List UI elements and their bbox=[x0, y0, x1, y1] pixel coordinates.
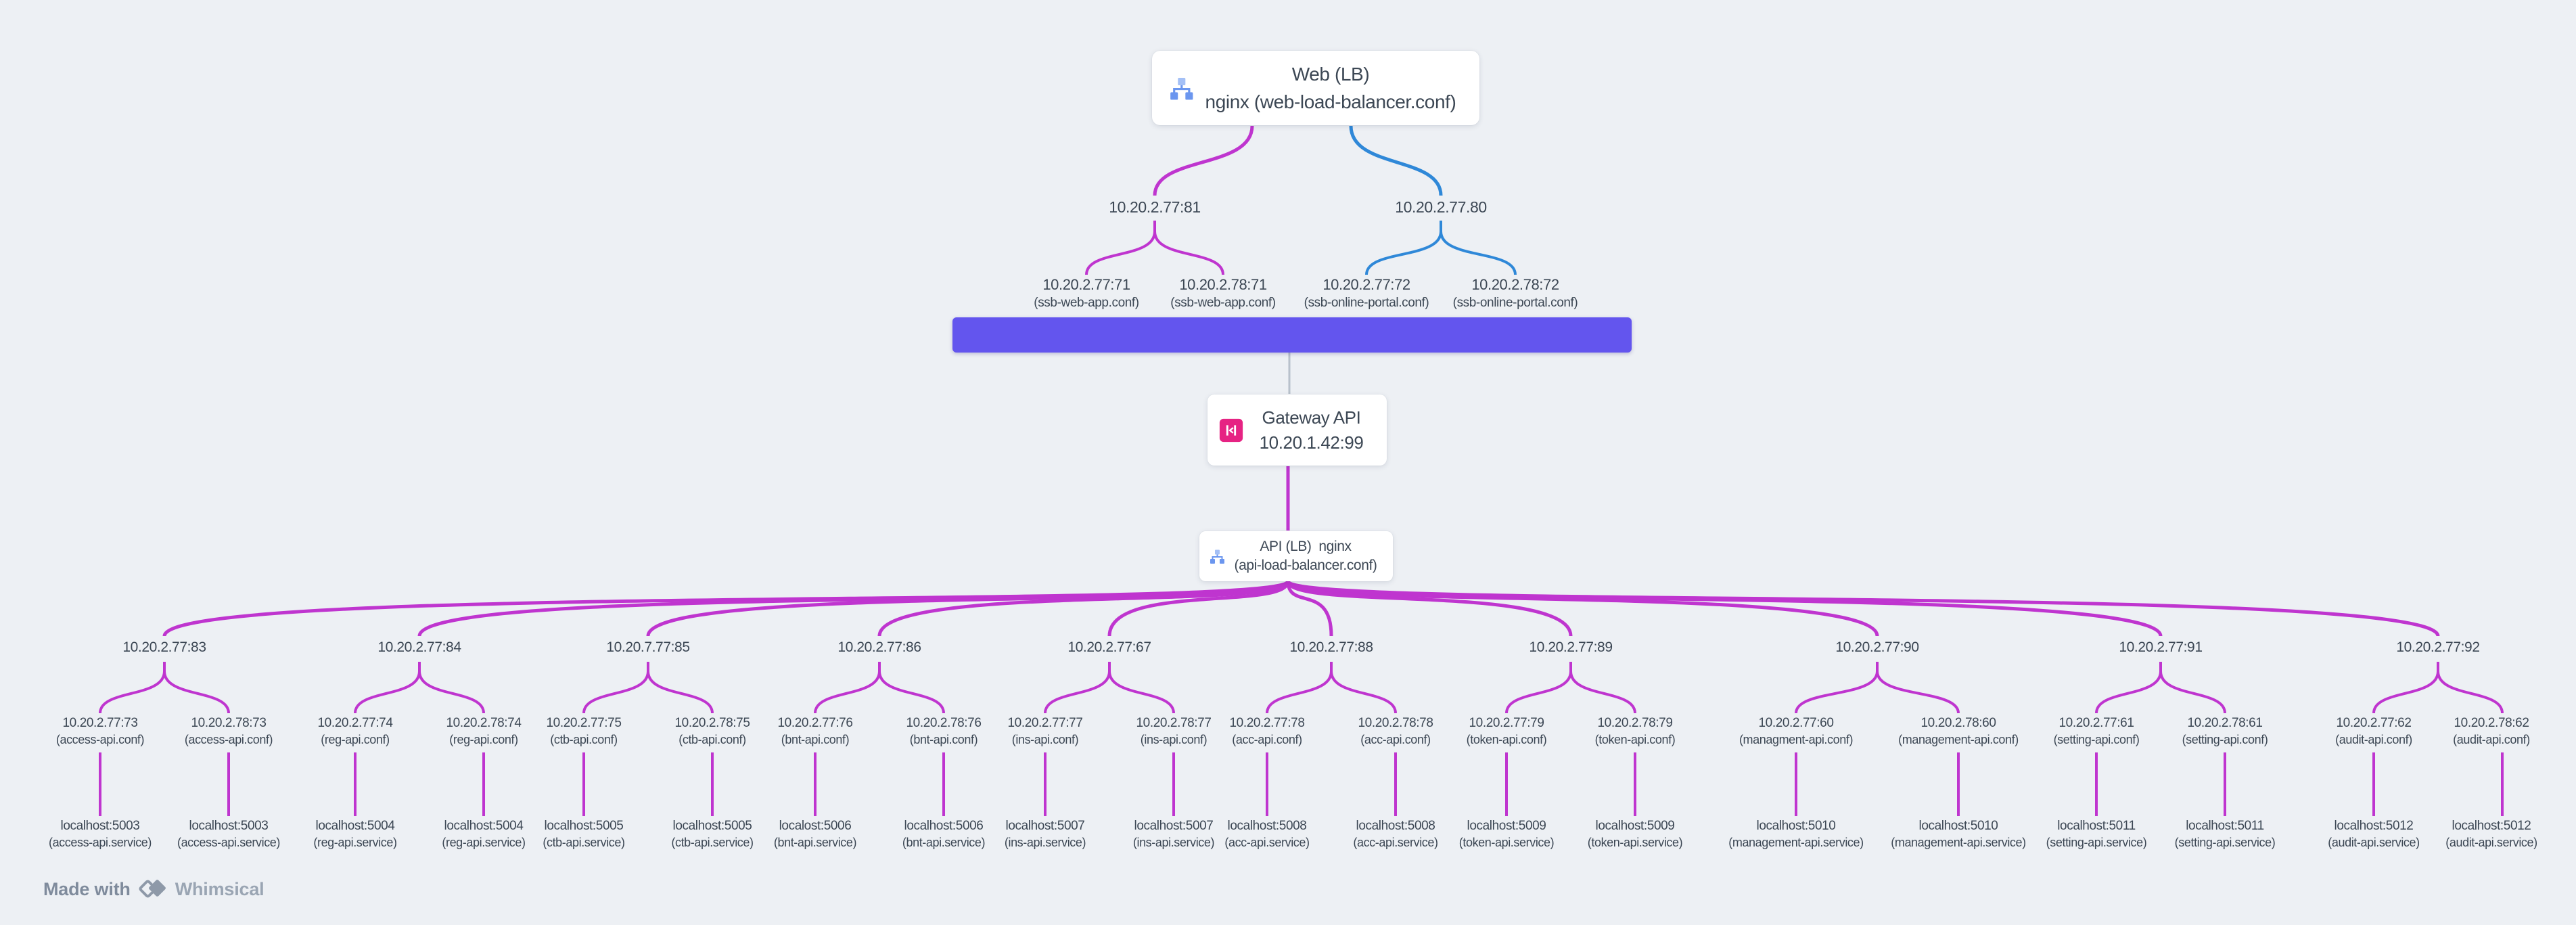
node-conf: (ssb-web-app.conf) bbox=[1170, 296, 1276, 310]
conf-node[interactable]: 10.20.2.78:78(acc-api.conf) bbox=[1358, 716, 1433, 746]
gateway-title: Gateway API bbox=[1262, 407, 1361, 428]
conf-node[interactable]: 10.20.2.78:77(ins-api.conf) bbox=[1136, 716, 1212, 746]
web-lb-node[interactable]: Web (LB) nginx (web-load-balancer.conf) bbox=[1152, 51, 1479, 125]
api-branch-ip[interactable]: 10.20.2.77:90 bbox=[1835, 639, 1919, 655]
made-with-label: Made with bbox=[43, 878, 131, 899]
service-node[interactable]: localhost:5007(ins-api.service) bbox=[1004, 819, 1086, 849]
service-node[interactable]: localost:5006(bnt-api.service) bbox=[773, 819, 857, 849]
node-ip: 10.20.2.77:72 bbox=[1322, 276, 1410, 293]
web-lb-subtitle: nginx (web-load-balancer.conf) bbox=[1205, 91, 1456, 112]
whimsical-logo-icon bbox=[137, 876, 168, 903]
web-branch-ip[interactable]: 10.20.2.77.80 bbox=[1395, 198, 1487, 216]
node-ip: 10.20.2.77:71 bbox=[1042, 276, 1130, 293]
conf-node[interactable]: 10.20.2.78:62(audit-api.conf) bbox=[2453, 716, 2530, 746]
whimsical-label: Whimsical bbox=[175, 878, 264, 899]
service-node[interactable]: localhost:5012(audit-api.service) bbox=[2445, 819, 2537, 849]
conf-node[interactable]: 10.20.2.78:61(setting-api.conf) bbox=[2182, 716, 2268, 746]
service-node[interactable]: localhost:5010(management-api.service) bbox=[1891, 819, 2026, 849]
conf-node[interactable]: 10.20.2.78:79(token-api.conf) bbox=[1594, 716, 1676, 746]
conf-node[interactable]: 10.20.2.77:61(setting-api.conf) bbox=[2053, 716, 2140, 746]
api-lb-node[interactable]: API (LB) nginx (api-load-balancer.conf) bbox=[1199, 531, 1393, 581]
api-lb-title: API (LB) nginx bbox=[1260, 539, 1352, 554]
api-branch-ip[interactable]: 10.20.7.77:85 bbox=[606, 639, 690, 655]
node-conf: (ssb-online-portal.conf) bbox=[1304, 296, 1429, 310]
conf-node[interactable]: 10.20.2.77:76(bnt-api.conf) bbox=[777, 716, 853, 746]
node-conf: (ssb-web-app.conf) bbox=[1034, 296, 1139, 310]
service-node[interactable]: localhost:5009(token-api.service) bbox=[1458, 819, 1555, 849]
service-node[interactable]: localhost:5005(ctb-api.service) bbox=[543, 819, 625, 849]
service-node[interactable]: localhost:5011(setting-api.service) bbox=[2174, 819, 2276, 849]
conf-node[interactable]: 10.20.2.78:76(bnt-api.conf) bbox=[906, 716, 982, 746]
api-branch-ip[interactable]: 10.20.2.77:86 bbox=[837, 639, 921, 655]
web-node[interactable]: 10.20.2.77:72 (ssb-online-portal.conf) bbox=[1293, 275, 1440, 311]
conf-node[interactable]: 10.20.2.77:73(access-api.conf) bbox=[55, 716, 145, 746]
service-node[interactable]: localhost:5003(access-api.service) bbox=[177, 819, 281, 849]
made-with-whimsical[interactable]: Made with Whimsical bbox=[43, 876, 264, 903]
conf-node[interactable]: 10.20.2.78:73(access-api.conf) bbox=[184, 716, 273, 746]
conf-node[interactable]: 10.20.2.77:60(managment-api.conf) bbox=[1739, 716, 1854, 746]
conf-node[interactable]: 10.20.2.77:74(reg-api.conf) bbox=[317, 716, 393, 746]
web-node[interactable]: 10.20.2.78:72 (ssb-online-portal.conf) bbox=[1442, 275, 1588, 311]
api-branch-ip[interactable]: 10.20.2.77:91 bbox=[2119, 639, 2203, 655]
service-node[interactable]: localhost:5012(audit-api.service) bbox=[2328, 819, 2420, 849]
api-branch-ip[interactable]: 10.20.2.77:92 bbox=[2396, 639, 2480, 655]
service-node[interactable]: localhost:5008(acc-api.service) bbox=[1224, 819, 1310, 849]
service-node[interactable]: localhost:5010(management-api.service) bbox=[1728, 819, 1864, 849]
service-node[interactable]: localhost:5009(token-api.service) bbox=[1587, 819, 1683, 849]
conf-node[interactable]: 10.20.2.77:79(token-api.conf) bbox=[1466, 716, 1547, 746]
service-node[interactable]: localhost:5006(bnt-api.service) bbox=[902, 819, 986, 849]
web-lb-title: Web (LB) bbox=[1291, 64, 1370, 85]
conf-node[interactable]: 10.20.2.78:75(ctb-api.conf) bbox=[674, 716, 750, 746]
service-node[interactable]: localhost:5007(ins-api.service) bbox=[1132, 819, 1215, 849]
conf-node[interactable]: 10.20.2.77:62(audit-api.conf) bbox=[2335, 716, 2412, 746]
service-node[interactable]: localhost:5004(reg-api.service) bbox=[313, 819, 397, 849]
service-node[interactable]: localhost:5003(access-api.service) bbox=[48, 819, 152, 849]
node-ip: 10.20.2.78:72 bbox=[1471, 276, 1559, 293]
service-node[interactable]: localhost:5008(acc-api.service) bbox=[1353, 819, 1438, 849]
api-icon bbox=[1218, 418, 1244, 443]
api-branch-ip[interactable]: 10.20.2.77:67 bbox=[1067, 639, 1151, 655]
node-conf: (ssb-online-portal.conf) bbox=[1452, 296, 1578, 310]
conf-node[interactable]: 10.20.2.78:74(reg-api.conf) bbox=[446, 716, 522, 746]
api-lb-subtitle: (api-load-balancer.conf) bbox=[1234, 558, 1377, 573]
conf-node[interactable]: 10.20.2.77:75(ctb-api.conf) bbox=[546, 716, 622, 746]
web-branch-ip[interactable]: 10.20.2.77:81 bbox=[1109, 198, 1201, 216]
conf-node[interactable]: 10.20.2.78:60(management-api.conf) bbox=[1898, 716, 2019, 746]
sitemap-icon bbox=[1168, 75, 1194, 101]
network-bar[interactable] bbox=[952, 317, 1632, 353]
conf-node[interactable]: 10.20.2.77:78(acc-api.conf) bbox=[1229, 716, 1305, 746]
api-branch-ip[interactable]: 10.20.2.77:88 bbox=[1289, 639, 1373, 655]
conf-node[interactable]: 10.20.2.77:77(ins-api.conf) bbox=[1007, 716, 1083, 746]
web-node[interactable]: 10.20.2.77:71 (ssb-web-app.conf) bbox=[1013, 275, 1159, 311]
service-node[interactable]: localhost:5004(reg-api.service) bbox=[442, 819, 526, 849]
web-node[interactable]: 10.20.2.78:71 (ssb-web-app.conf) bbox=[1150, 275, 1296, 311]
api-branch-ip[interactable]: 10.20.2.77:84 bbox=[377, 639, 461, 655]
gateway-address: 10.20.1.42:99 bbox=[1259, 432, 1364, 453]
service-node[interactable]: localhost:5005(ctb-api.service) bbox=[671, 819, 754, 849]
service-node[interactable]: localhost:5011(setting-api.service) bbox=[2046, 819, 2147, 849]
api-branch-ip[interactable]: 10.20.2.77:83 bbox=[122, 639, 206, 655]
gateway-api-node[interactable]: Gateway API 10.20.1.42:99 bbox=[1208, 394, 1387, 466]
api-branch-ip[interactable]: 10.20.2.77:89 bbox=[1529, 639, 1613, 655]
sitemap-icon bbox=[1209, 548, 1225, 564]
node-ip: 10.20.2.78:71 bbox=[1179, 276, 1267, 293]
